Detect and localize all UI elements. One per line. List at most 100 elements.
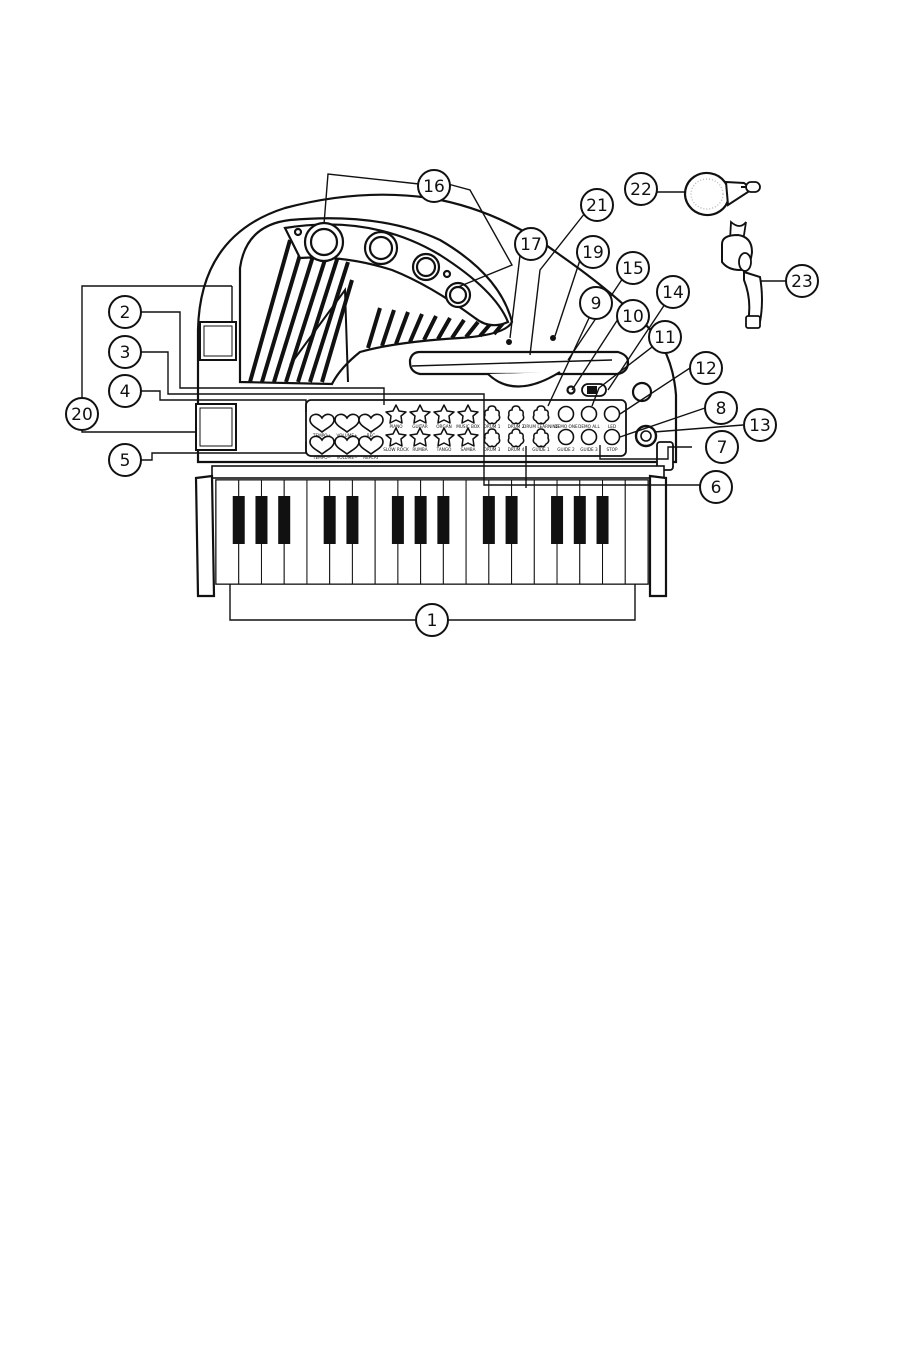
samba-label: SAMBA xyxy=(461,447,476,452)
black-key[interactable] xyxy=(324,496,336,544)
black-key[interactable] xyxy=(278,496,290,544)
callout-6: 6 xyxy=(700,471,732,503)
svg-text:6: 6 xyxy=(711,478,722,498)
black-key[interactable] xyxy=(233,496,245,544)
svg-text:5: 5 xyxy=(120,451,131,471)
demo-all-button[interactable] xyxy=(582,407,597,422)
black-key[interactable] xyxy=(437,496,449,544)
black-key[interactable] xyxy=(551,496,563,544)
led-button[interactable] xyxy=(605,407,620,422)
black-key[interactable] xyxy=(483,496,495,544)
black-key[interactable] xyxy=(597,496,609,544)
mic-holder-icon xyxy=(722,222,762,328)
black-key[interactable] xyxy=(415,496,427,544)
stop-button[interactable] xyxy=(605,430,620,445)
callout-19: 19 xyxy=(577,236,609,268)
callout-12: 12 xyxy=(690,352,722,384)
callout-14: 14 xyxy=(657,276,689,308)
rumba-label: RUMBA xyxy=(412,447,427,452)
callout-22: 22 xyxy=(625,173,657,205)
mic-jack-hole xyxy=(506,339,512,345)
svg-text:12: 12 xyxy=(695,359,717,379)
keybed-rail xyxy=(212,466,664,478)
drum3-label: DRUM 3 xyxy=(484,447,501,452)
svg-text:23: 23 xyxy=(791,272,813,292)
guide3-label: GUIDE 3 xyxy=(580,447,598,452)
svg-text:4: 4 xyxy=(120,382,131,402)
tango-label: TANGO xyxy=(436,447,452,452)
mic-input-jack[interactable] xyxy=(636,426,656,446)
guide3-button[interactable] xyxy=(582,430,597,445)
drum4-label: DRUM 4 xyxy=(508,447,525,452)
black-key[interactable] xyxy=(346,496,358,544)
guide2-button[interactable] xyxy=(559,430,574,445)
callout-17: 17 xyxy=(515,228,547,260)
svg-text:11: 11 xyxy=(654,328,676,348)
tempo-up-label: TEMPO+ xyxy=(312,433,332,438)
callout-3: 3 xyxy=(109,336,141,368)
right-leg xyxy=(650,476,666,596)
svg-text:1: 1 xyxy=(427,611,438,631)
round-button[interactable] xyxy=(633,383,651,401)
callout-7: 7 xyxy=(706,431,738,463)
svg-text:2: 2 xyxy=(120,303,131,323)
callout-8: 8 xyxy=(705,392,737,424)
svg-text:10: 10 xyxy=(622,307,644,327)
keyboard-keys[interactable] xyxy=(216,480,648,584)
svg-text:15: 15 xyxy=(622,259,644,279)
svg-text:16: 16 xyxy=(423,177,445,197)
battery-cover xyxy=(196,404,236,450)
slow-rock-label: SLOW ROCK xyxy=(383,447,409,452)
callout-1: 1 xyxy=(416,604,448,636)
callout-11: 11 xyxy=(649,321,681,353)
svg-text:3: 3 xyxy=(120,343,131,363)
black-key[interactable] xyxy=(392,496,404,544)
stop-label: STOP xyxy=(606,447,618,452)
black-key[interactable] xyxy=(506,496,518,544)
demo-one-button[interactable] xyxy=(559,407,574,422)
guitar-label: GUITAR xyxy=(412,424,428,429)
organ-label: ORGAN xyxy=(436,424,451,429)
svg-text:20: 20 xyxy=(71,405,93,425)
svg-text:9: 9 xyxy=(591,294,602,314)
callout-21: 21 xyxy=(581,189,613,221)
demo-one-label: DEMO ONE xyxy=(554,424,578,429)
replay-label: REPLAY xyxy=(363,455,379,460)
led-label: LED xyxy=(608,424,616,429)
svg-text:8: 8 xyxy=(716,399,727,419)
drum2-label: DRUM 2 xyxy=(508,424,525,429)
svg-text:22: 22 xyxy=(630,180,652,200)
drum1-label: DRUM 1 xyxy=(484,424,501,429)
demo-all-label: DEMO ALL xyxy=(578,424,600,429)
left-leg xyxy=(196,476,214,596)
black-key[interactable] xyxy=(255,496,267,544)
volume-up-label: VOLUME+ xyxy=(336,433,358,438)
black-key[interactable] xyxy=(574,496,586,544)
power-switch[interactable] xyxy=(200,322,236,360)
guide1-label: GUIDE 1 xyxy=(532,447,550,452)
callout-5: 5 xyxy=(109,444,141,476)
callout-2: 2 xyxy=(109,296,141,328)
svg-text:7: 7 xyxy=(717,438,728,458)
callout-4: 4 xyxy=(109,375,141,407)
volume-down-label: VOLUME− xyxy=(336,455,358,460)
rec-label: REC xyxy=(367,433,376,438)
svg-text:19: 19 xyxy=(582,243,604,263)
callout-15: 15 xyxy=(617,252,649,284)
guide2-label: GUIDE 2 xyxy=(557,447,575,452)
callout-10: 10 xyxy=(617,300,649,332)
tempo-down-label: TEMPO− xyxy=(312,455,332,460)
callout-13: 13 xyxy=(744,409,776,441)
callout-20: 20 xyxy=(66,398,98,430)
svg-text:13: 13 xyxy=(749,416,771,436)
callout-16: 16 xyxy=(418,170,450,202)
svg-text:14: 14 xyxy=(662,283,684,303)
callout-23: 23 xyxy=(786,265,818,297)
music-box-label: MUSIC BOX xyxy=(456,424,480,429)
white-key[interactable] xyxy=(625,480,648,584)
svg-text:17: 17 xyxy=(520,235,542,255)
callout-9: 9 xyxy=(580,287,612,319)
microphone-icon xyxy=(682,169,760,218)
piano-label: PIANO xyxy=(389,424,403,429)
